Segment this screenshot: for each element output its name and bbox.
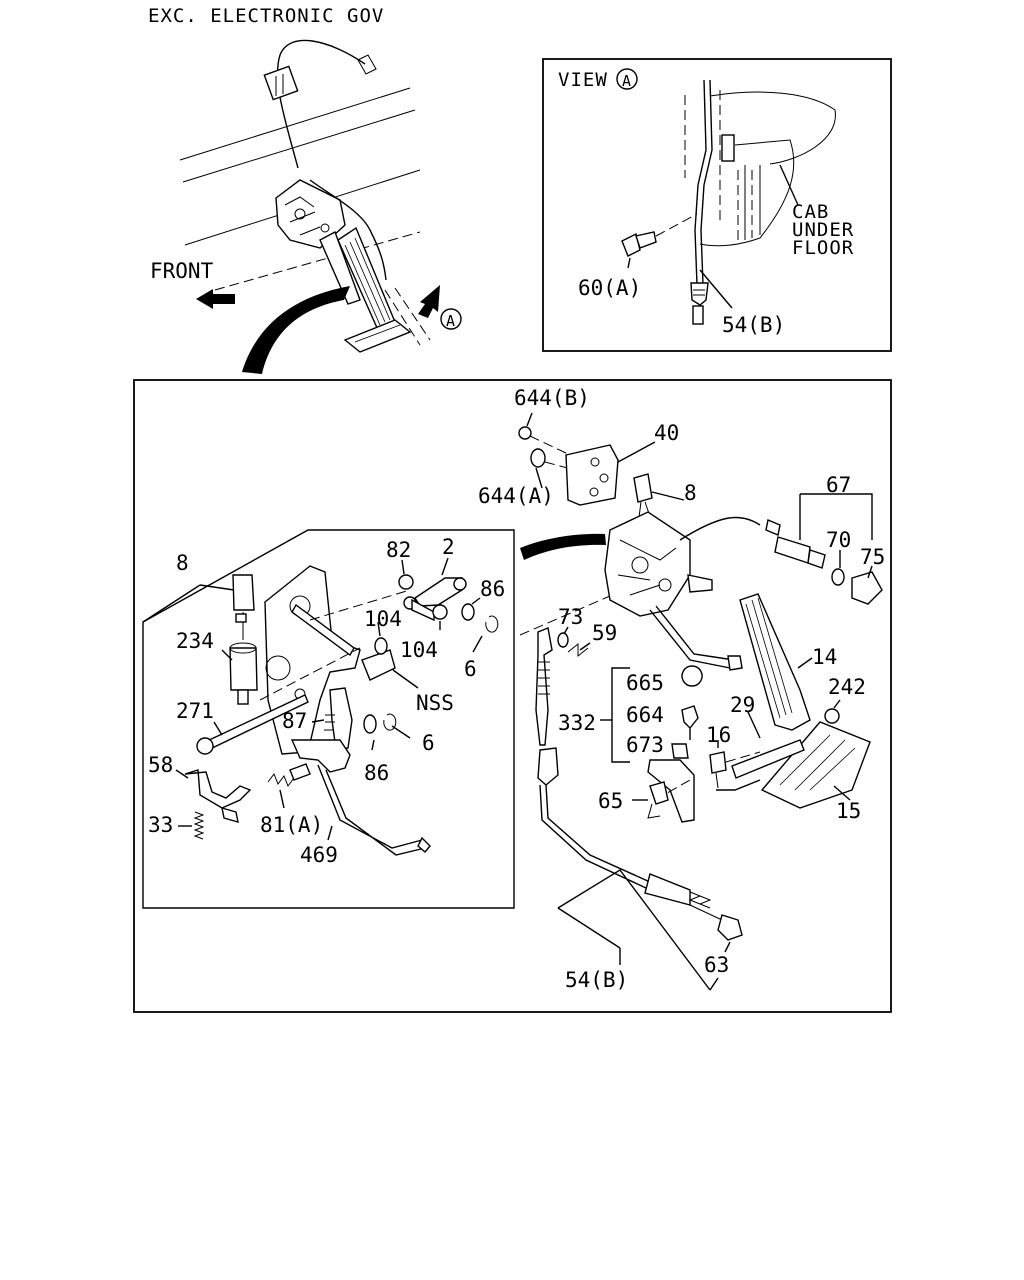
cab-label-line2: UNDER: [792, 219, 854, 241]
callout-63: 63: [704, 953, 729, 977]
callout-644a: 644(A): [478, 484, 554, 508]
zoom-arrow-icon: [242, 286, 350, 374]
callout-332: 332: [558, 711, 596, 735]
view-a-marker-letter: A: [622, 72, 631, 90]
callout-73: 73: [558, 605, 583, 629]
main-exploded-frame: [133, 379, 892, 1013]
detail-inset-frame: [142, 529, 515, 909]
callout-673: 673: [626, 733, 664, 757]
view-marker-letter: A: [446, 312, 455, 330]
callout-8-detail: 8: [176, 551, 189, 575]
callout-104-a: 104: [364, 607, 402, 631]
callout-16: 16: [706, 723, 731, 747]
view-a-panel: VIEW A CAB UNDER FLOOR 60(A) 54(B): [558, 68, 854, 337]
callout-6-low: 6: [422, 731, 435, 755]
cab-label-line3: FLOOR: [792, 237, 854, 259]
callout-82: 82: [386, 538, 411, 562]
callout-87: 87: [282, 709, 307, 733]
view-a-cable-label: 54(B): [722, 313, 785, 337]
callout-234: 234: [176, 629, 214, 653]
callout-nss: NSS: [416, 691, 454, 715]
view-a-bolt-label: 60(A): [578, 276, 641, 300]
callout-29: 29: [730, 693, 755, 717]
front-label: FRONT: [150, 259, 214, 283]
callout-6-top: 6: [464, 657, 477, 681]
callout-75: 75: [860, 545, 885, 569]
main-assembly-parts: [518, 412, 883, 991]
callout-104-b: 104: [400, 638, 438, 662]
callout-labels: 644(B) 40 644(A) 8 67 70 75 8 82 2 86 10…: [148, 386, 885, 992]
callout-33: 33: [148, 813, 173, 837]
header-title: EXC. ELECTRONIC GOV: [148, 5, 384, 27]
callout-271: 271: [176, 699, 214, 723]
callout-15: 15: [836, 799, 861, 823]
callout-59: 59: [592, 621, 617, 645]
callout-arrow-icon: [520, 533, 606, 560]
callout-86-low: 86: [364, 761, 389, 785]
callout-81a: 81(A): [260, 813, 323, 837]
cab-label-line1: CAB: [792, 201, 829, 223]
view-a-frame: [542, 58, 892, 352]
callout-8-main: 8: [684, 481, 697, 505]
view-marker-circle: [440, 308, 462, 330]
front-arrow-icon: [196, 289, 235, 309]
detail-inset-parts: [175, 557, 499, 856]
callout-469: 469: [300, 843, 338, 867]
callout-40: 40: [654, 421, 679, 445]
callout-2: 2: [442, 535, 455, 559]
callout-86-top: 86: [480, 577, 505, 601]
view-arrow-icon: [418, 285, 440, 318]
callout-54b: 54(B): [565, 968, 628, 992]
callout-14: 14: [812, 645, 837, 669]
callout-664: 664: [626, 703, 664, 727]
callout-58: 58: [148, 753, 173, 777]
callout-644b: 644(B): [514, 386, 590, 410]
callout-70: 70: [826, 528, 851, 552]
callout-242: 242: [828, 675, 866, 699]
callout-665: 665: [626, 671, 664, 695]
view-a-marker-circle: [616, 68, 638, 90]
callout-65: 65: [598, 789, 623, 813]
view-a-title: VIEW: [558, 69, 608, 91]
overview-illustration: FRONT A: [150, 39, 462, 374]
callout-67: 67: [826, 473, 851, 497]
